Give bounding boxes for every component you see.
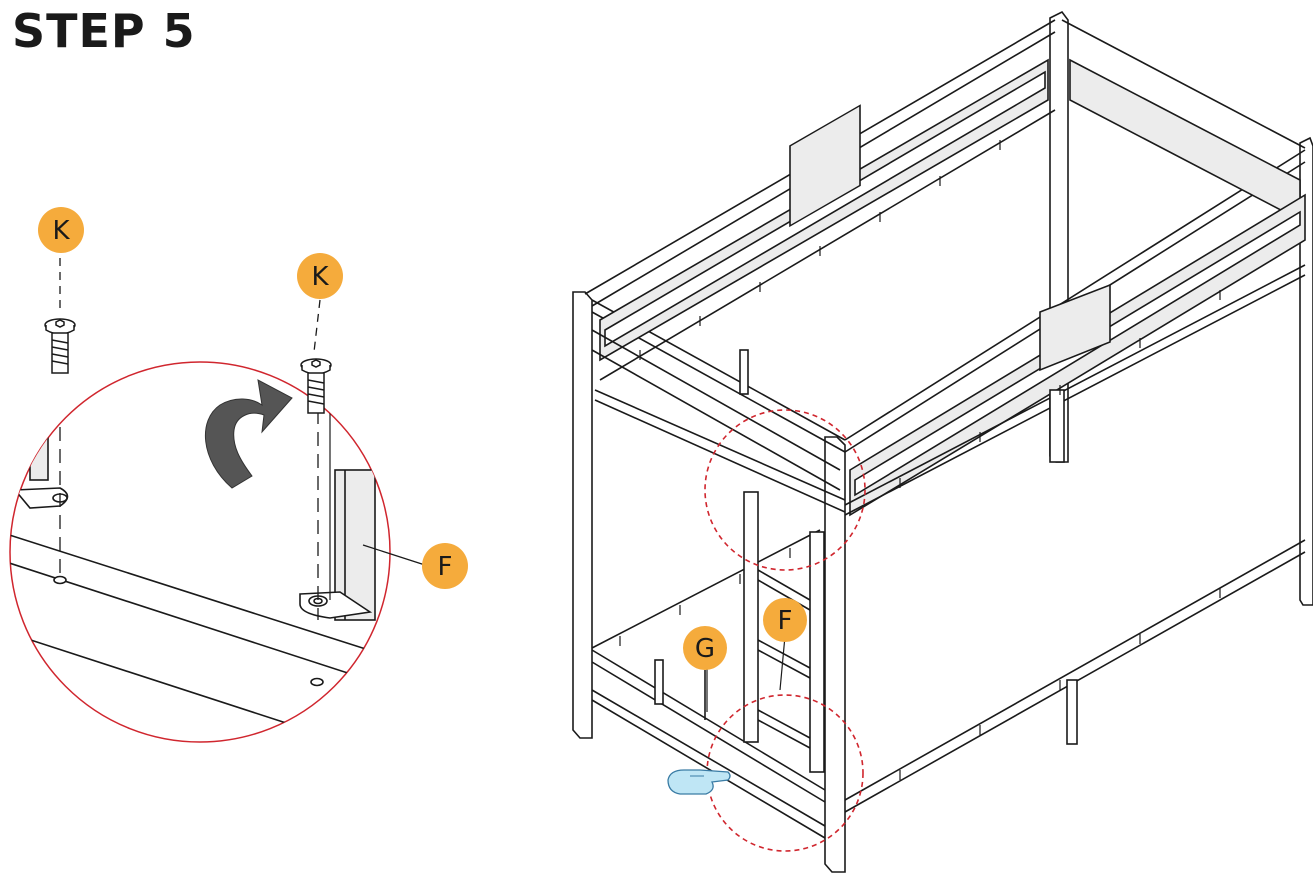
clockwise-arrow-icon (204, 379, 293, 489)
badge-f-detail-label: F (438, 552, 453, 582)
screw-icon-left (44, 318, 76, 374)
detail-view (9, 361, 426, 743)
step-title: STEP 5 (12, 4, 196, 58)
badge-g-bed-label: G (695, 634, 715, 664)
pointing-hand-icon (667, 769, 731, 795)
detail-frame-section (10, 405, 390, 742)
badge-f-bed-label: F (778, 606, 793, 636)
detail-circle (9, 361, 391, 743)
badge-k-left-label: K (52, 216, 70, 246)
badge-k-left: K (38, 207, 84, 253)
screw-icon-right (300, 358, 332, 414)
detail-marker-upper (704, 409, 866, 571)
badge-g-bed: G (683, 626, 727, 670)
badge-f-detail: F (422, 543, 468, 589)
bed-frame (572, 10, 1313, 873)
badge-k-right-label: K (311, 262, 329, 292)
badge-k-right: K (297, 253, 343, 299)
badge-f-bed: F (763, 598, 807, 642)
